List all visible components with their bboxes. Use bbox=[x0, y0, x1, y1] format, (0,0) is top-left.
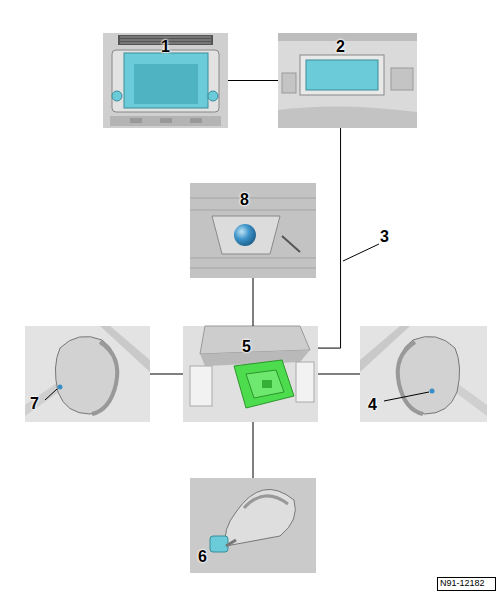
connector-line bbox=[318, 374, 360, 375]
button-picture bbox=[190, 183, 316, 278]
label-holder: N91-12182 bbox=[438, 578, 487, 589]
callout-number: 3 bbox=[380, 228, 389, 246]
component-panel: 1 bbox=[103, 33, 228, 128]
component-panel: 5 bbox=[183, 326, 318, 422]
component-panel: 8 bbox=[190, 183, 316, 278]
label-holder: 3 bbox=[380, 228, 389, 246]
callout-number: 5 bbox=[242, 338, 251, 356]
leader-line bbox=[343, 244, 379, 261]
drawing-number: N91-12182 bbox=[438, 578, 487, 589]
cluster-display-picture bbox=[278, 33, 417, 128]
connector-line bbox=[150, 374, 183, 375]
callout-number: 6 bbox=[198, 548, 207, 566]
component-panel: 4 bbox=[360, 326, 487, 422]
drawing-number-frame bbox=[438, 578, 496, 591]
right-mirror-picture bbox=[360, 326, 487, 422]
callout-number: 1 bbox=[161, 38, 170, 56]
callout-number: 4 bbox=[368, 396, 377, 414]
dashboard-picture bbox=[103, 33, 228, 128]
callout-number: 8 bbox=[240, 191, 249, 209]
mirror-underside-picture bbox=[190, 478, 316, 573]
control-unit-picture bbox=[183, 326, 318, 422]
connector-line bbox=[228, 80, 278, 81]
left-mirror-picture bbox=[25, 326, 150, 422]
callout-number: 7 bbox=[30, 395, 39, 413]
component-panel: 2 bbox=[278, 33, 417, 128]
connector-line bbox=[253, 278, 254, 326]
connector-line bbox=[253, 422, 254, 478]
connector-line bbox=[318, 128, 341, 348]
component-panel: 7 bbox=[25, 326, 150, 422]
component-panel: 6 bbox=[190, 478, 316, 573]
callout-number: 2 bbox=[336, 38, 345, 56]
